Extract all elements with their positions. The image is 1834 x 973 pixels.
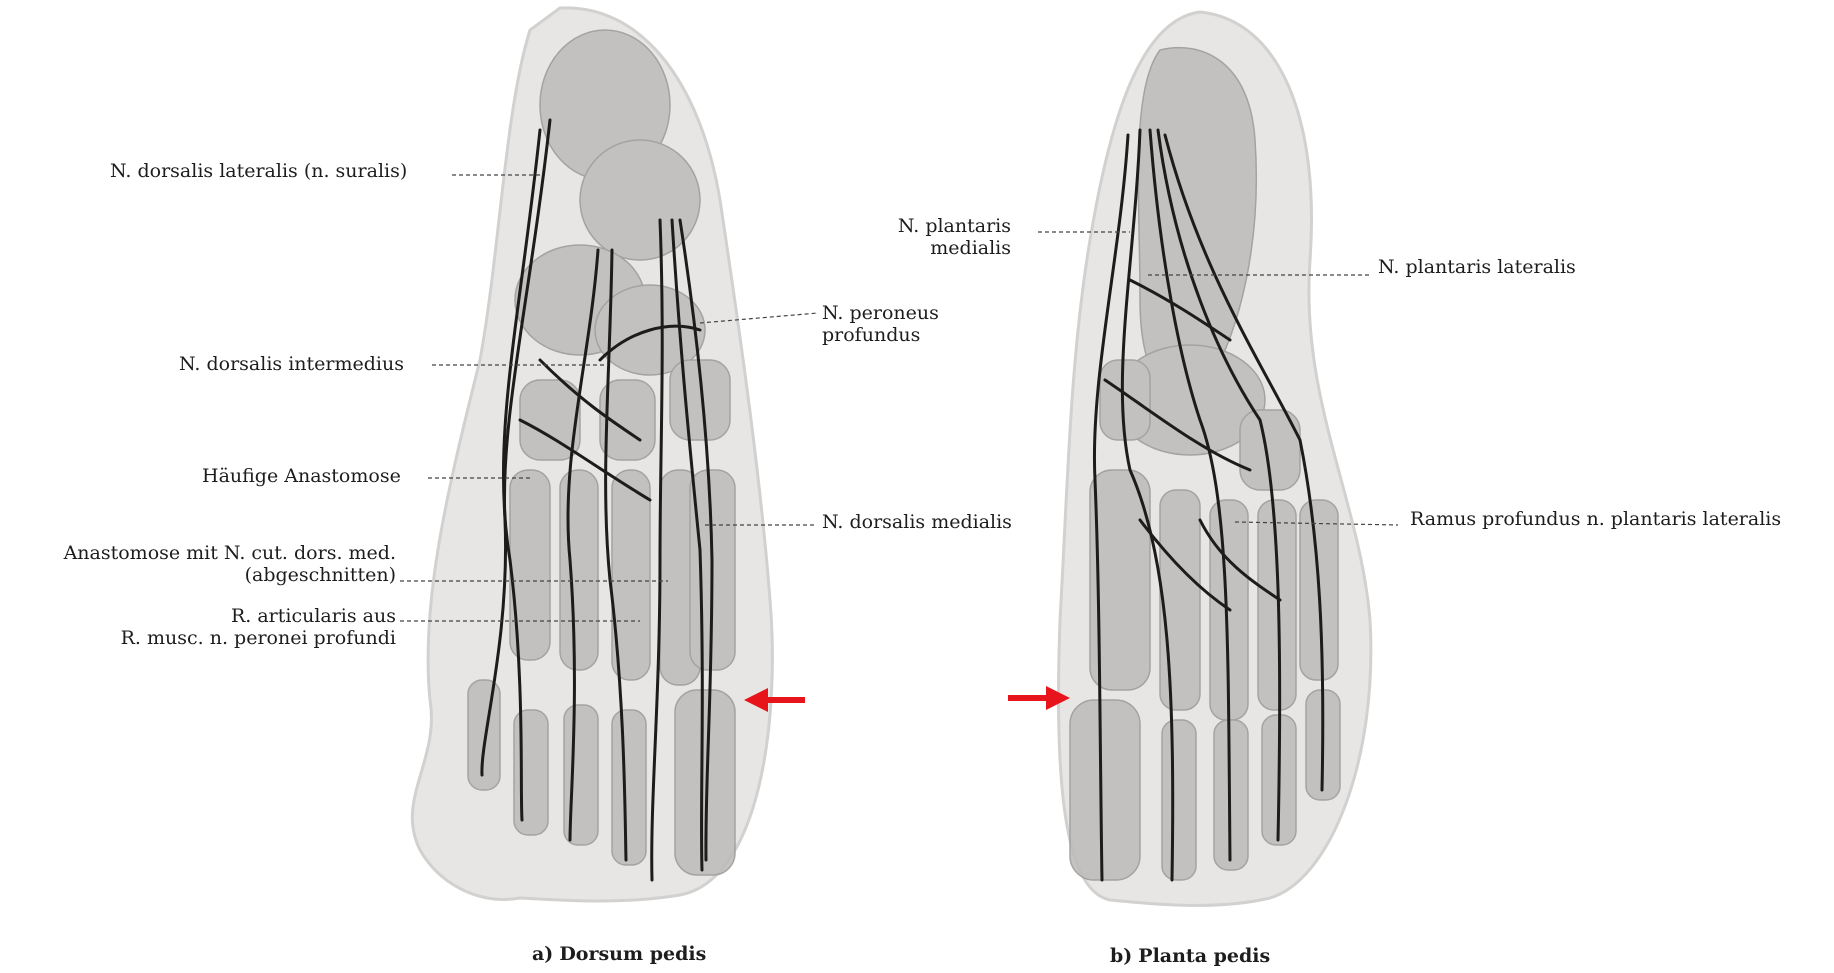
label-n-peroneus-line1: N. peroneus: [822, 302, 939, 324]
label-n-plantaris-medialis-line1: N. plantaris: [830, 215, 1011, 237]
label-anastomose-line2: (abgeschnitten): [14, 564, 396, 586]
caption-dorsum-prefix: a): [532, 943, 553, 965]
caption-planta-text: Planta pedis: [1138, 945, 1270, 967]
label-r-articularis-line2: R. musc. n. peronei profundi: [100, 627, 396, 649]
label-r-articularis: R. articularis aus R. musc. n. peronei p…: [100, 605, 396, 649]
label-n-dorsalis-lateralis: N. dorsalis lateralis (n. suralis): [110, 160, 407, 182]
label-haeufige-anastomose: Häufige Anastomose: [202, 465, 401, 487]
label-ramus-profundus: Ramus profundus n. plantaris lateralis: [1410, 508, 1781, 530]
dorsum-foot: [400, 8, 818, 901]
label-n-plantaris-lateralis: N. plantaris lateralis: [1378, 256, 1576, 278]
label-n-peroneus-profundus: N. peroneus profundus: [822, 302, 939, 346]
caption-planta-pedis: b) Planta pedis: [1110, 945, 1270, 967]
label-n-plantaris-medialis-line2: medialis: [830, 237, 1011, 259]
label-n-dorsalis-medialis: N. dorsalis medialis: [822, 511, 1012, 533]
label-n-peroneus-line2: profundus: [822, 324, 939, 346]
label-n-dorsalis-intermedius: N. dorsalis intermedius: [179, 353, 404, 375]
caption-planta-prefix: b): [1110, 945, 1132, 967]
caption-dorsum-text: Dorsum pedis: [559, 943, 706, 965]
label-anastomose-mit-n-cut: Anastomose mit N. cut. dors. med. (abges…: [14, 542, 396, 586]
label-r-articularis-line1: R. articularis aus: [100, 605, 396, 627]
planta-foot: [1008, 12, 1398, 905]
label-n-plantaris-medialis: N. plantaris medialis: [830, 215, 1011, 259]
label-anastomose-line1: Anastomose mit N. cut. dors. med.: [14, 542, 396, 564]
caption-dorsum-pedis: a) Dorsum pedis: [532, 943, 706, 965]
